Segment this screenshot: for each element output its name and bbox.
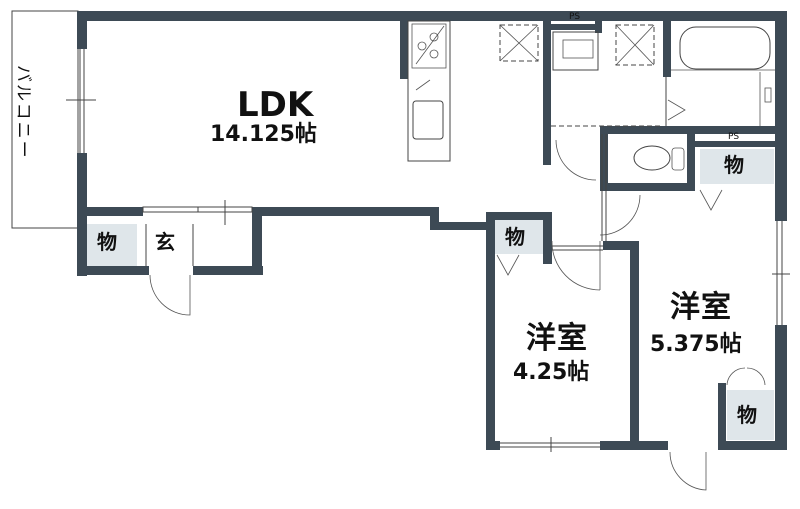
- western-room-2-area: 5.375帖: [650, 332, 742, 357]
- entrance-label: 玄: [155, 230, 175, 254]
- pipe-shaft-label: PS: [728, 132, 740, 142]
- ldk-room-area: 14.125帖: [210, 122, 317, 147]
- storage-western1-fill: [495, 220, 543, 254]
- balcony-label: バルコニー: [13, 65, 33, 160]
- storage-top-right-label: 物: [724, 153, 744, 177]
- western-room-1-name: 洋室: [526, 321, 588, 356]
- balcony-outline: [11, 10, 79, 229]
- storage-western2-label: 物: [737, 403, 757, 427]
- storage-western1-label: 物: [505, 225, 525, 249]
- western-room-2-name: 洋室: [670, 290, 732, 325]
- storage-entrance-label: 物: [97, 230, 117, 254]
- ldk-room-name: LDK: [237, 85, 314, 125]
- pipe-shaft-label: PS: [569, 12, 581, 22]
- storage-top-right-fill: [700, 149, 774, 184]
- western-room-1-area: 4.25帖: [513, 360, 590, 385]
- storage-entrance-fill: [87, 224, 137, 266]
- storage-western2-fill: [727, 390, 774, 440]
